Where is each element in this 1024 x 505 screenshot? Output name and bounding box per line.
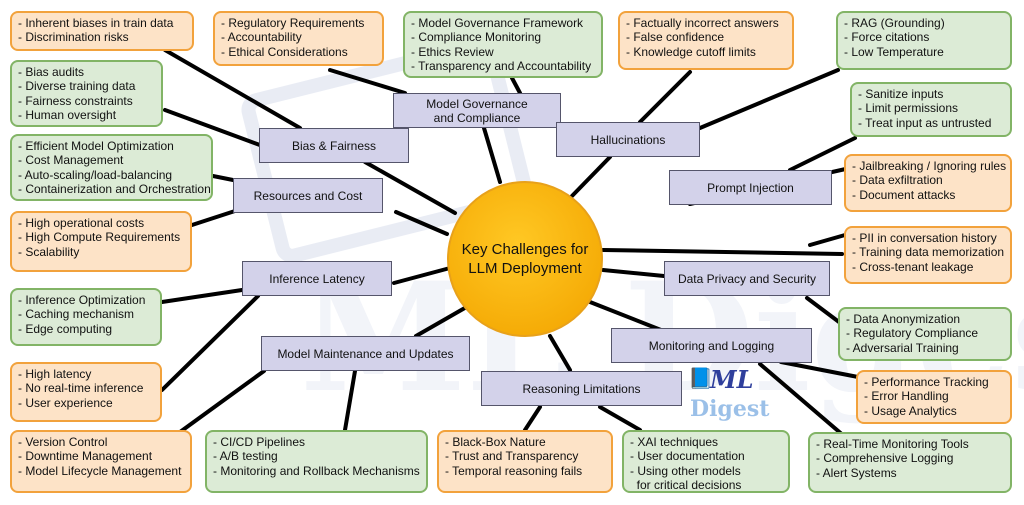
category-inference-latency: Inference Latency: [242, 261, 392, 296]
category-label: Data Privacy and Security: [677, 271, 817, 286]
category-label: Bias & Fairness: [291, 138, 377, 153]
category-label: Monitoring and Logging: [648, 338, 775, 353]
monitoring-challenges-note: - Performance Tracking- Error Handling- …: [856, 370, 1012, 424]
reasoning-solutions-note: - XAI techniques- User documentation- Us…: [622, 430, 790, 493]
category-hallucinations: Hallucinations: [556, 122, 700, 157]
category-bias-fairness: Bias & Fairness: [259, 128, 409, 163]
hallucination-solutions-note: - RAG (Grounding)- Force citations- Low …: [836, 11, 1012, 70]
ml-digest-logo: 📘 ML Digest: [686, 362, 782, 424]
category-monitoring: Monitoring and Logging: [611, 328, 812, 363]
latency-solutions-note: - Inference Optimization- Caching mechan…: [10, 288, 162, 346]
logo-line2: Digest: [690, 396, 770, 422]
injection-solutions-note: - Sanitize inputs- Limit permissions- Tr…: [850, 82, 1012, 137]
category-label: Reasoning Limitations: [522, 381, 641, 396]
governance-solutions-note: - Model Governance Framework- Compliance…: [403, 11, 603, 78]
central-topic: Key Challenges for LLM Deployment: [447, 181, 603, 337]
injection-challenges-note: - Jailbreaking / Ignoring rules- Data ex…: [844, 154, 1012, 212]
category-resources-cost: Resources and Cost: [233, 178, 383, 213]
maintenance-solutions-note: - CI/CD Pipelines- A/B testing- Monitori…: [205, 430, 428, 493]
hallucination-challenges-note: - Factually incorrect answers- False con…: [618, 11, 794, 70]
bias-challenges-note: - Inherent biases in train data- Discrim…: [10, 11, 194, 51]
category-governance: Model Governance and Compliance: [393, 93, 561, 128]
privacy-solutions-note: - Data Anonymization- Regulatory Complia…: [838, 307, 1012, 361]
central-topic-line1: Key Challenges for: [461, 241, 589, 258]
category-label: Inference Latency: [269, 271, 365, 286]
latency-challenges-note: - High latency- No real-time inference- …: [10, 362, 162, 422]
category-label: Hallucinations: [590, 132, 666, 147]
governance-challenges-note: - Regulatory Requirements- Accountabilit…: [213, 11, 384, 66]
category-data-privacy: Data Privacy and Security: [664, 261, 830, 296]
monitoring-solutions-note: - Real-Time Monitoring Tools- Comprehens…: [808, 432, 1012, 493]
category-reasoning: Reasoning Limitations: [481, 371, 682, 406]
category-label: Resources and Cost: [253, 188, 363, 203]
category-label: Model Governance and Compliance: [426, 96, 528, 125]
category-maintenance: Model Maintenance and Updates: [261, 336, 470, 371]
reasoning-challenges-note: - Black-Box Nature- Trust and Transparen…: [437, 430, 613, 493]
central-topic-line2: LLM Deployment: [468, 260, 582, 277]
bias-solutions-note: - Bias audits- Diverse training data- Fa…: [10, 60, 163, 127]
privacy-challenges-note: - PII in conversation history- Training …: [844, 226, 1012, 284]
book-icon: 📘: [688, 368, 713, 390]
maintenance-challenges-note: - Version Control- Downtime Management- …: [10, 430, 192, 493]
category-label: Model Maintenance and Updates: [277, 346, 454, 361]
category-prompt-injection: Prompt Injection: [669, 170, 832, 205]
category-label: Prompt Injection: [707, 180, 794, 195]
resources-solutions-note: - Efficient Model Optimization- Cost Man…: [10, 134, 213, 201]
resources-challenges-note: - High operational costs- High Compute R…: [10, 211, 192, 272]
logo-line1: ML: [710, 365, 754, 394]
